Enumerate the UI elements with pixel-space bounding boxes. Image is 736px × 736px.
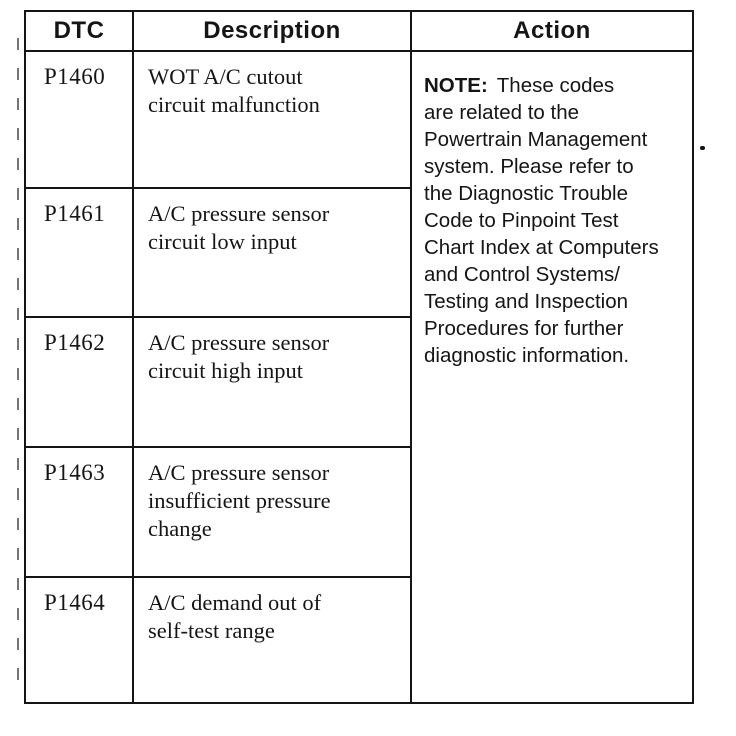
scan-edge-artifact (17, 38, 19, 690)
dtc-code-p1460: P1460 (26, 52, 134, 189)
note-label: NOTE: (424, 74, 488, 97)
column-header-action: Action (412, 12, 692, 52)
dtc-description-p1461: A/C pressure sensor circuit low input (134, 189, 412, 318)
note-text: These codes are related to the Powertrai… (424, 74, 659, 367)
dtc-code-p1462: P1462 (26, 318, 134, 448)
action-note-cell: NOTE:These codes are related to the Powe… (412, 52, 692, 702)
dtc-code-p1464: P1464 (26, 578, 134, 702)
dtc-code-p1463: P1463 (26, 448, 134, 578)
scan-speck (700, 146, 705, 150)
dtc-description-p1460: WOT A/C cutout circuit malfunction (134, 52, 412, 189)
dtc-code-p1461: P1461 (26, 189, 134, 318)
dtc-description-p1463: A/C pressure sensor insufficient pressur… (134, 448, 412, 578)
dtc-code-table: DTC Description Action P1460 WOT A/C cut… (24, 10, 694, 704)
dtc-description-p1462: A/C pressure sensor circuit high input (134, 318, 412, 448)
dtc-description-p1464: A/C demand out of self-test range (134, 578, 412, 702)
column-header-description: Description (134, 12, 412, 52)
column-header-dtc: DTC (26, 12, 134, 52)
